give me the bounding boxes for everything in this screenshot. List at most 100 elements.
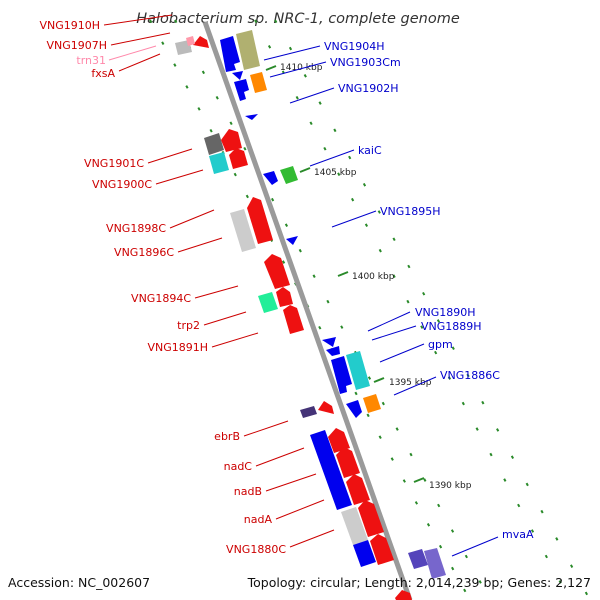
leader-line xyxy=(331,210,377,228)
gene-label[interactable]: VNG1903Cm xyxy=(330,56,401,69)
leader-line xyxy=(118,53,161,72)
gene-arrow[interactable] xyxy=(370,534,394,565)
gene-label[interactable]: VNG1898C xyxy=(106,222,166,235)
gene-block[interactable] xyxy=(424,548,446,579)
gene-block[interactable] xyxy=(250,72,267,93)
accession-text: Accession: NC_002607 xyxy=(8,575,150,590)
gene-arrow[interactable] xyxy=(346,400,362,418)
gene-block[interactable] xyxy=(408,549,428,569)
genome-axis xyxy=(202,21,413,600)
gene-arrow[interactable] xyxy=(221,129,242,152)
gene-label[interactable]: fxsA xyxy=(91,67,115,80)
leader-line xyxy=(103,14,173,26)
gene-arrow[interactable] xyxy=(286,236,298,245)
leader-line xyxy=(289,87,335,104)
right-gene-labels: VNG1904H VNG1903Cm VNG1902H kaiC VNG1895… xyxy=(263,40,534,557)
map-title: Halobacterium sp. NRC-1, complete genome xyxy=(136,11,460,27)
leader-line xyxy=(269,61,327,78)
gene-block[interactable] xyxy=(363,394,381,413)
gene-arrow[interactable] xyxy=(331,356,352,394)
gene-arrow[interactable] xyxy=(263,171,278,185)
left-gene-labels: VNG1910H VNG1907H trn31 fxsA VNG1901C VN… xyxy=(39,14,335,556)
leader-line xyxy=(371,325,417,341)
gene-block[interactable] xyxy=(341,507,368,545)
gene-block[interactable] xyxy=(204,133,224,155)
gene-label[interactable]: mvaA xyxy=(502,528,534,541)
gene-label[interactable]: VNG1889H xyxy=(421,320,482,333)
leader-line xyxy=(108,45,157,61)
gene-label[interactable]: nadC xyxy=(224,460,253,473)
gene-arrow[interactable] xyxy=(283,305,304,334)
gene-arrow[interactable] xyxy=(276,287,293,307)
gene-label[interactable]: trn31 xyxy=(76,54,106,67)
gene-arrow[interactable] xyxy=(247,197,273,244)
leader-line xyxy=(203,311,247,326)
gene-label[interactable]: VNG1904H xyxy=(324,40,385,53)
kbp-label: 1405 kbp xyxy=(314,168,357,178)
leader-line xyxy=(243,420,289,437)
gene-arrow[interactable] xyxy=(264,254,290,289)
gene-label[interactable]: VNG1895H xyxy=(380,205,441,218)
leader-line xyxy=(169,209,215,229)
gene-arrow[interactable] xyxy=(318,401,334,414)
gene-label[interactable]: VNG1900C xyxy=(92,178,152,191)
gene-label[interactable]: kaiC xyxy=(358,144,382,157)
gene-arrow[interactable] xyxy=(322,337,336,347)
gene-block[interactable] xyxy=(236,30,260,70)
gene-arrow[interactable] xyxy=(245,114,258,120)
gene-arrow[interactable] xyxy=(234,79,249,101)
leader-line xyxy=(275,499,325,520)
leader-line xyxy=(451,536,499,557)
gene-label[interactable]: nadA xyxy=(244,513,273,526)
gene-arrow[interactable] xyxy=(232,71,243,80)
gene-label[interactable]: VNG1902H xyxy=(338,82,399,95)
trna-gene[interactable] xyxy=(186,36,195,46)
gene-arrow[interactable] xyxy=(328,428,350,453)
gene-block[interactable] xyxy=(300,406,317,418)
gene-block[interactable] xyxy=(353,540,376,567)
kbp-label: 1395 kbp xyxy=(389,378,432,388)
leader-line xyxy=(211,332,259,348)
leader-line xyxy=(110,32,171,46)
gene-block[interactable] xyxy=(258,292,278,313)
gene-label[interactable]: VNG1894C xyxy=(131,292,191,305)
gene-arrow[interactable] xyxy=(220,36,240,72)
leader-line xyxy=(393,376,437,396)
gene-label[interactable]: nadB xyxy=(234,485,262,498)
gene-block[interactable] xyxy=(280,166,298,184)
leader-line xyxy=(289,529,335,548)
gene-arrow[interactable] xyxy=(326,346,340,356)
gene-label[interactable]: ebrB xyxy=(214,430,240,443)
gene-label[interactable]: VNG1901C xyxy=(84,157,144,170)
leader-line xyxy=(255,447,305,467)
gene-arrow[interactable] xyxy=(346,474,370,505)
kbp-tick xyxy=(299,167,311,173)
leader-line xyxy=(177,237,223,253)
gene-label[interactable]: VNG1886C xyxy=(440,369,500,382)
gene-label[interactable]: gpm xyxy=(428,338,453,351)
gene-arrow[interactable] xyxy=(358,500,384,537)
kbp-tick xyxy=(373,377,385,383)
gene-label[interactable]: VNG1891H xyxy=(147,341,208,354)
gene-arrow[interactable] xyxy=(395,590,412,600)
leader-line xyxy=(309,149,355,167)
kbp-tick xyxy=(265,65,277,71)
kbp-label: 1410 kbp xyxy=(280,63,323,73)
gene-label[interactable]: VNG1880C xyxy=(226,543,286,556)
guide-dots xyxy=(149,19,591,600)
gene-block[interactable] xyxy=(230,209,256,252)
gene-label[interactable]: VNG1907H xyxy=(46,39,107,52)
gene-label[interactable]: VNG1896C xyxy=(114,246,174,259)
gene-label[interactable]: VNG1890H xyxy=(415,306,476,319)
gene-arrow[interactable] xyxy=(336,447,360,478)
kbp-tick xyxy=(413,477,425,483)
gene-arrow[interactable] xyxy=(193,36,209,48)
gene-label[interactable]: VNG1910H xyxy=(39,19,100,32)
gene-arrow[interactable] xyxy=(229,148,248,169)
gene-block-nadB[interactable] xyxy=(310,430,352,510)
gene-label[interactable]: trp2 xyxy=(177,319,200,332)
gene-block[interactable] xyxy=(346,351,370,390)
gene-block[interactable] xyxy=(209,152,229,174)
plus-strand-genes xyxy=(220,30,446,579)
